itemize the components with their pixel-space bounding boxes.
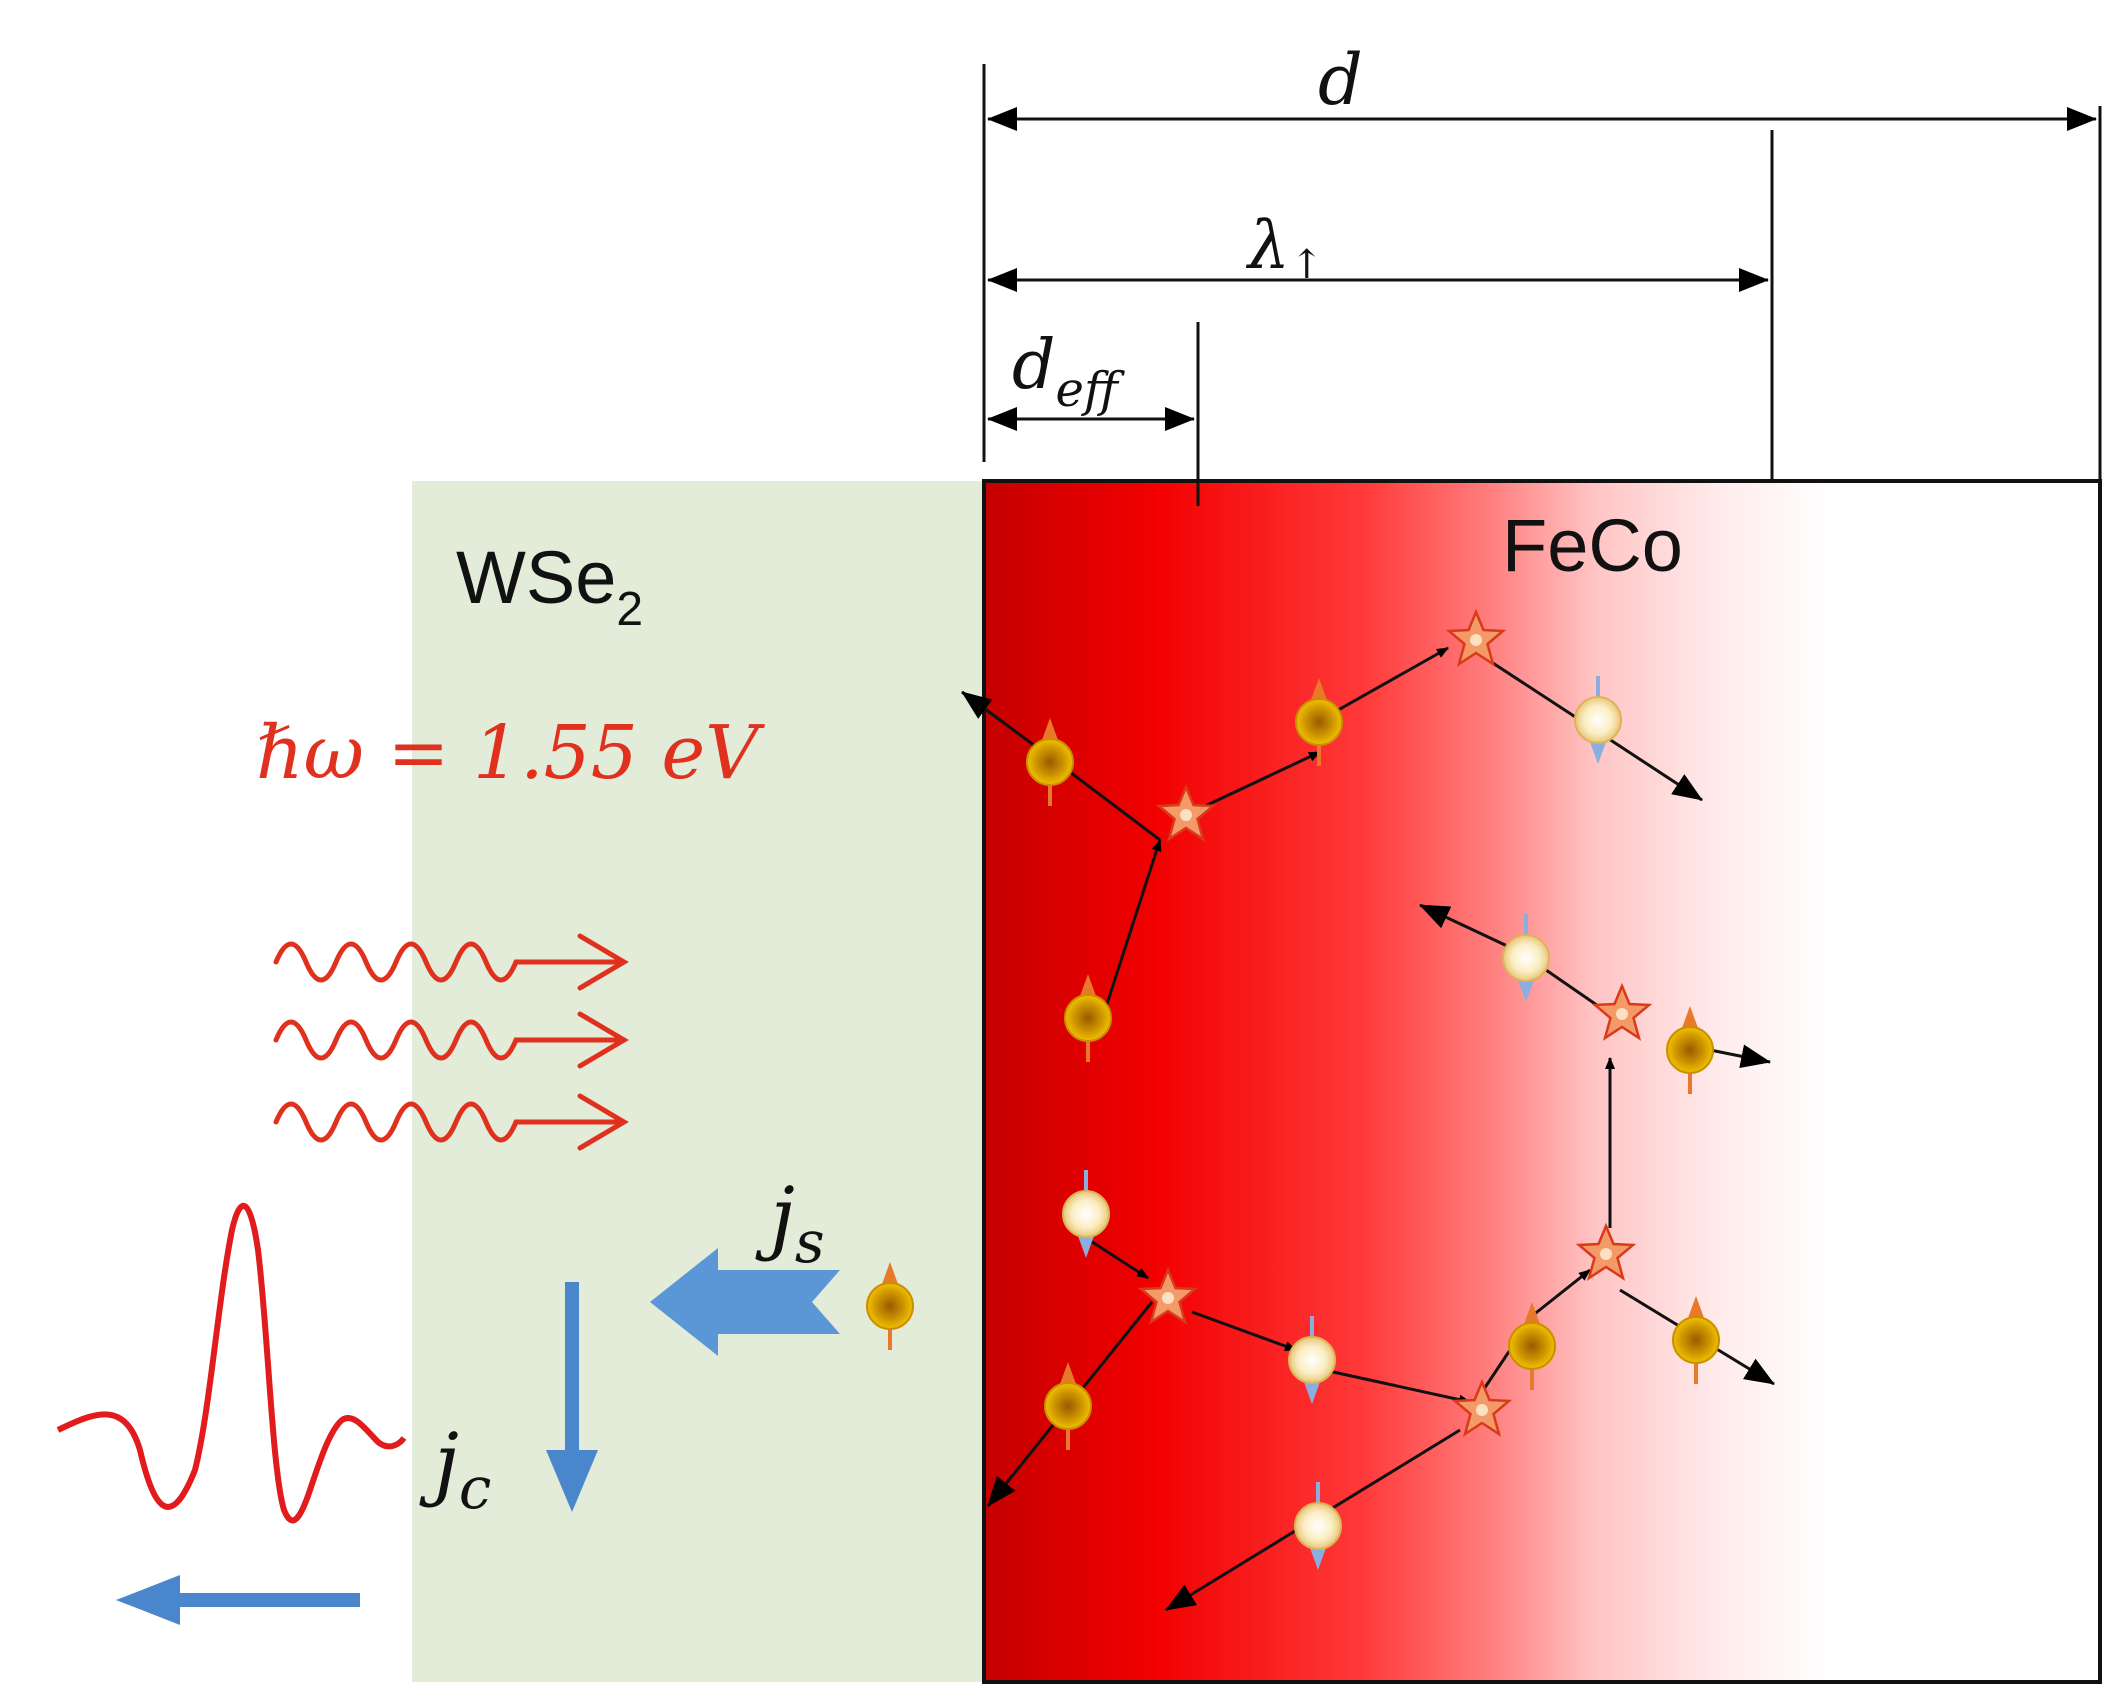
feco-label: FeCo: [1502, 504, 1683, 587]
thz-pulse-icon: [56, 1202, 407, 1524]
wavy-photon-arrow-icon: [273, 933, 629, 991]
dimension-lines: [982, 64, 2102, 506]
spin-current-arrow: [650, 1248, 840, 1356]
wavy-photon-arrow-icon: [273, 1011, 629, 1069]
feco-layer: [984, 481, 1832, 1682]
wse2-label: WSe2: [456, 536, 643, 636]
d-label: d: [1318, 39, 1363, 121]
deff-label: deff: [1012, 326, 1125, 418]
charge-current-arrow: [546, 1282, 598, 1512]
photon-energy-label: ℏω = 1.55 eV: [256, 710, 765, 796]
wavy-photon-arrow-icon: [273, 1093, 629, 1151]
lambda-label: λ↑: [1245, 207, 1323, 288]
laser-photons: [273, 933, 629, 1151]
wse2-layer: [412, 481, 984, 1682]
feco-outline: [982, 479, 2102, 1684]
emission-arrow: [116, 1575, 360, 1625]
